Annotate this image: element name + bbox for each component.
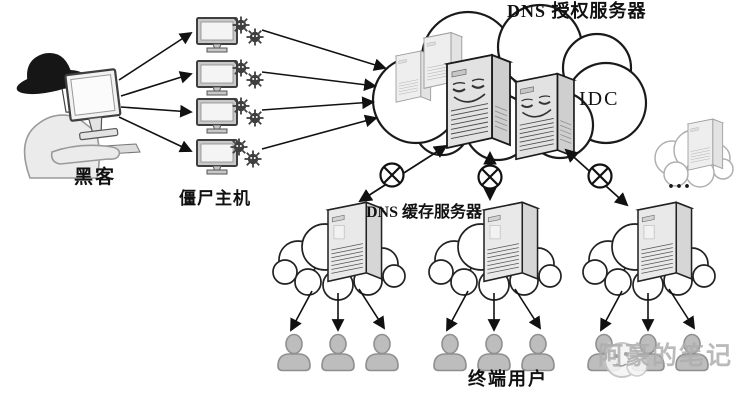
authoritative-server-icon [445, 53, 512, 150]
virus-icon [231, 96, 251, 116]
watermark-icon [604, 341, 648, 378]
attack-arrows [261, 29, 387, 150]
hacker-arm [50, 144, 121, 165]
blocked-icon [477, 164, 503, 190]
hacker-monitor [64, 68, 122, 141]
cache-branch [429, 202, 561, 370]
zombie-monitor-icon [196, 60, 238, 96]
zombie-hosts-label: 僵尸主机 [179, 189, 251, 208]
zombie-monitor-icon [196, 139, 238, 175]
watermark: 阿豪的笔记 [598, 336, 733, 372]
more-ellipsis: ... [668, 168, 692, 194]
zombie-monitor-icon [196, 98, 238, 134]
cache-branch [273, 202, 405, 370]
zombie-monitor-icon [196, 17, 238, 53]
virus-icon [231, 15, 251, 35]
faded-server-icon [687, 118, 724, 171]
virus-icon [243, 149, 263, 169]
zombie-hosts [196, 15, 265, 175]
blocked-icons [379, 162, 613, 190]
command-arrows [118, 31, 193, 153]
dns-auth-server-label: DNS 授权服务器 [507, 1, 647, 21]
virus-icon [229, 137, 249, 157]
end-users-label: 终端用户 [468, 369, 548, 389]
authoritative-server-icon [515, 72, 575, 161]
virus-icon [245, 108, 265, 128]
idc-label: IDC [579, 88, 620, 110]
virus-icon [245, 27, 265, 47]
hacker-label: 黑客 [74, 167, 117, 188]
blocked-icon [379, 162, 405, 188]
hacker-figure [16, 53, 141, 179]
dns-cache-server-label: DNS 缓存服务器 [366, 204, 483, 221]
virus-icon [245, 70, 265, 90]
blocked-icon [587, 163, 613, 189]
watermark-text: 阿豪的笔记 [598, 342, 734, 370]
virus-icon [231, 58, 251, 78]
